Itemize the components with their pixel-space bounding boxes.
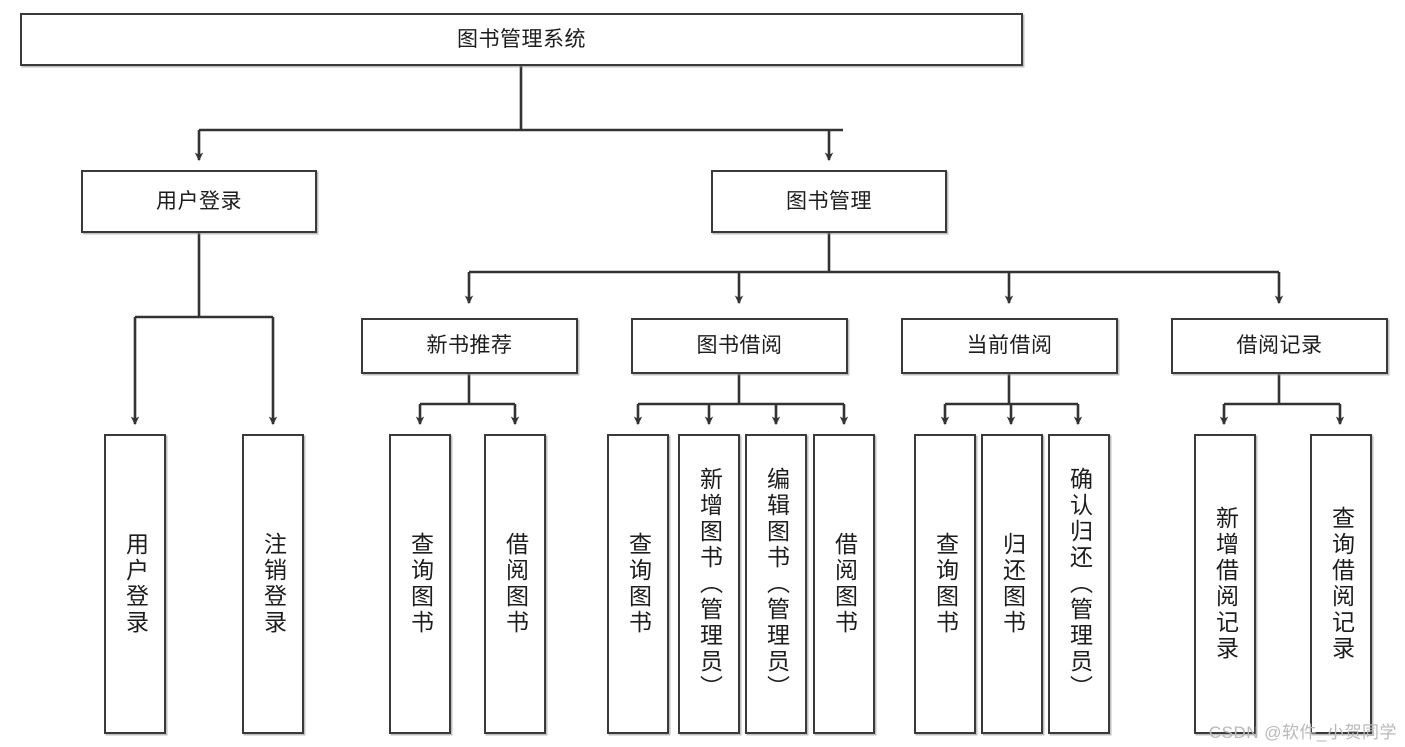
node-leaf-return-book-label: 归还图书 bbox=[999, 532, 1026, 636]
node-current-borrow[interactable]: 当前借阅 bbox=[901, 318, 1118, 374]
node-leaf-query-record[interactable]: 查询借阅记录 bbox=[1310, 434, 1372, 734]
node-leaf-query-record-label: 查询借阅记录 bbox=[1328, 506, 1355, 662]
node-user-login[interactable]: 用户登录 bbox=[81, 170, 317, 233]
node-root-system-label: 图书管理系统 bbox=[457, 27, 586, 51]
node-leaf-edit-book-label: 编辑图书（管理员） bbox=[763, 467, 790, 701]
node-leaf-edit-book[interactable]: 编辑图书（管理员） bbox=[745, 434, 807, 734]
node-leaf-query-book-3[interactable]: 查询图书 bbox=[914, 434, 976, 734]
node-leaf-user-login-label: 用户登录 bbox=[122, 532, 149, 636]
node-leaf-user-logout[interactable]: 注销登录 bbox=[242, 434, 304, 734]
node-new-book-rec-label: 新书推荐 bbox=[426, 334, 513, 358]
node-book-borrow[interactable]: 图书借阅 bbox=[631, 318, 848, 374]
node-borrow-record-label: 借阅记录 bbox=[1236, 334, 1323, 358]
node-book-manage[interactable]: 图书管理 bbox=[711, 170, 947, 233]
node-borrow-record[interactable]: 借阅记录 bbox=[1171, 318, 1388, 374]
watermark-credit: CSDN @软件_小贺同学 bbox=[1208, 723, 1397, 742]
node-user-login-label: 用户登录 bbox=[156, 189, 242, 213]
node-leaf-query-book-2[interactable]: 查询图书 bbox=[607, 434, 669, 734]
node-leaf-confirm-return[interactable]: 确认归还（管理员） bbox=[1048, 434, 1110, 734]
node-root-system[interactable]: 图书管理系统 bbox=[20, 13, 1023, 66]
node-new-book-rec[interactable]: 新书推荐 bbox=[361, 318, 578, 374]
node-leaf-add-record[interactable]: 新增借阅记录 bbox=[1194, 434, 1256, 734]
node-leaf-borrow-book-1-label: 借阅图书 bbox=[502, 532, 529, 636]
node-leaf-add-book-label: 新增图书（管理员） bbox=[696, 467, 723, 701]
node-leaf-borrow-book-2-label: 借阅图书 bbox=[831, 532, 858, 636]
node-current-borrow-label: 当前借阅 bbox=[966, 334, 1053, 358]
node-book-manage-label: 图书管理 bbox=[786, 189, 872, 213]
node-leaf-query-book-3-label: 查询图书 bbox=[932, 532, 959, 636]
node-leaf-add-record-label: 新增借阅记录 bbox=[1212, 506, 1239, 662]
node-leaf-add-book[interactable]: 新增图书（管理员） bbox=[678, 434, 740, 734]
node-leaf-user-logout-label: 注销登录 bbox=[260, 532, 287, 636]
node-leaf-return-book[interactable]: 归还图书 bbox=[981, 434, 1043, 734]
node-leaf-borrow-book-2[interactable]: 借阅图书 bbox=[813, 434, 875, 734]
node-leaf-user-login[interactable]: 用户登录 bbox=[104, 434, 166, 734]
node-leaf-query-book-1-label: 查询图书 bbox=[407, 532, 434, 636]
node-leaf-query-book-2-label: 查询图书 bbox=[625, 532, 652, 636]
node-leaf-borrow-book-1[interactable]: 借阅图书 bbox=[484, 434, 546, 734]
node-book-borrow-label: 图书借阅 bbox=[696, 334, 783, 358]
node-leaf-confirm-return-label: 确认归还（管理员） bbox=[1066, 467, 1093, 701]
node-leaf-query-book-1[interactable]: 查询图书 bbox=[389, 434, 451, 734]
